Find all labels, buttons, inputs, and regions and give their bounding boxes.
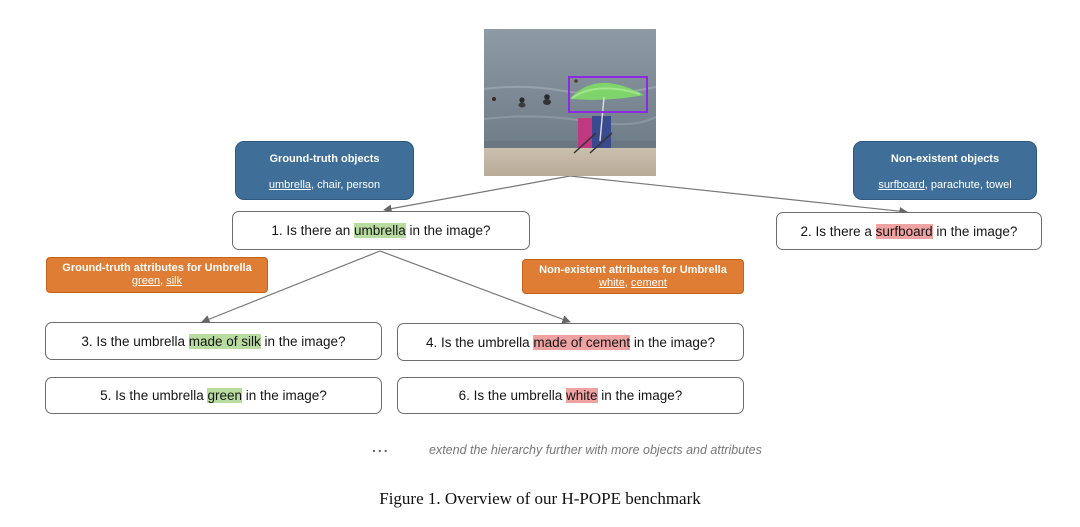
question-6-box: 6. Is the umbrella white in the image? xyxy=(397,377,744,414)
q4-prefix: 4. Is the umbrella xyxy=(426,334,534,350)
q2-highlight: surfboard xyxy=(875,223,933,239)
non-existent-objects-title: Non-existent objects xyxy=(890,153,1000,165)
object-towel: towel xyxy=(985,179,1012,191)
figure-caption: Figure 1. Overview of our H-POPE benchma… xyxy=(379,489,701,508)
object-surfboard: surfboard xyxy=(878,179,925,191)
beach-umbrella-photo xyxy=(484,29,656,176)
question-3-box: 3. Is the umbrella made of silk in the i… xyxy=(45,322,382,360)
q5-highlight: green xyxy=(207,388,243,403)
attribute-white: white xyxy=(599,277,625,289)
q6-prefix: 6. Is the umbrella xyxy=(458,388,566,403)
continuation-text: extend the hierarchy further with more o… xyxy=(429,443,762,457)
non-existent-objects-list: surfboard, parachute, towel xyxy=(878,179,1012,191)
q1-highlight: umbrella xyxy=(353,223,406,238)
question-4-box: 4. Is the umbrella made of cement in the… xyxy=(397,323,744,361)
q1-suffix: in the image? xyxy=(405,223,491,238)
hierarchy-continuation-note: ... extend the hierarchy further with mo… xyxy=(372,439,872,461)
ground-truth-attributes-title: Ground-truth attributes for Umbrella xyxy=(62,262,252,274)
attribute-cement: cement xyxy=(630,277,667,289)
q6-suffix: in the image? xyxy=(597,388,683,403)
question-2-box: 2. Is there a surfboard in the image? xyxy=(776,212,1042,250)
arrow-image-to-q1 xyxy=(383,175,571,213)
q1-prefix: 1. Is there an xyxy=(271,223,354,238)
non-existent-attributes-title: Non-existent attributes for Umbrella xyxy=(539,264,727,276)
arrow-image-to-q2 xyxy=(569,175,908,216)
non-existent-attributes-list: white, cement xyxy=(599,277,667,289)
object-parachute: parachute xyxy=(930,179,980,191)
q6-highlight: white xyxy=(565,388,598,403)
attribute-green: green xyxy=(131,275,161,287)
arrow-q1-to-q3 xyxy=(201,250,381,324)
ground-truth-attributes-list: green, silk xyxy=(131,275,183,287)
q3-highlight: made of silk xyxy=(188,333,261,349)
umbrella-bounding-box xyxy=(568,76,648,113)
ground-truth-objects-title: Ground-truth objects xyxy=(269,153,380,165)
q3-suffix: in the image? xyxy=(260,333,346,349)
non-existent-attributes-box: Non-existent attributes for Umbrella whi… xyxy=(522,259,744,294)
q2-suffix: in the image? xyxy=(932,223,1018,239)
question-1-box: 1. Is there an umbrella in the image? xyxy=(232,211,530,250)
object-umbrella: umbrella xyxy=(268,179,312,191)
q4-suffix: in the image? xyxy=(630,334,715,350)
ellipsis-dots: ... xyxy=(372,439,390,455)
arrow-q1-to-q4 xyxy=(379,250,571,324)
object-person: person xyxy=(346,179,381,191)
q5-prefix: 5. Is the umbrella xyxy=(100,388,208,403)
attribute-silk: silk xyxy=(166,275,183,287)
q2-prefix: 2. Is there a xyxy=(800,223,876,239)
q5-suffix: in the image? xyxy=(242,388,327,403)
q4-highlight: made of cement xyxy=(533,334,631,350)
ground-truth-objects-box: Ground-truth objects umbrella, chair, pe… xyxy=(235,141,414,200)
non-existent-objects-box: Non-existent objects surfboard, parachut… xyxy=(853,141,1037,200)
ground-truth-objects-list: umbrella, chair, person xyxy=(268,179,381,191)
object-chair: chair xyxy=(317,179,341,191)
question-5-box: 5. Is the umbrella green in the image? xyxy=(45,377,382,414)
ground-truth-attributes-box: Ground-truth attributes for Umbrella gre… xyxy=(46,257,268,293)
q3-prefix: 3. Is the umbrella xyxy=(81,333,189,349)
